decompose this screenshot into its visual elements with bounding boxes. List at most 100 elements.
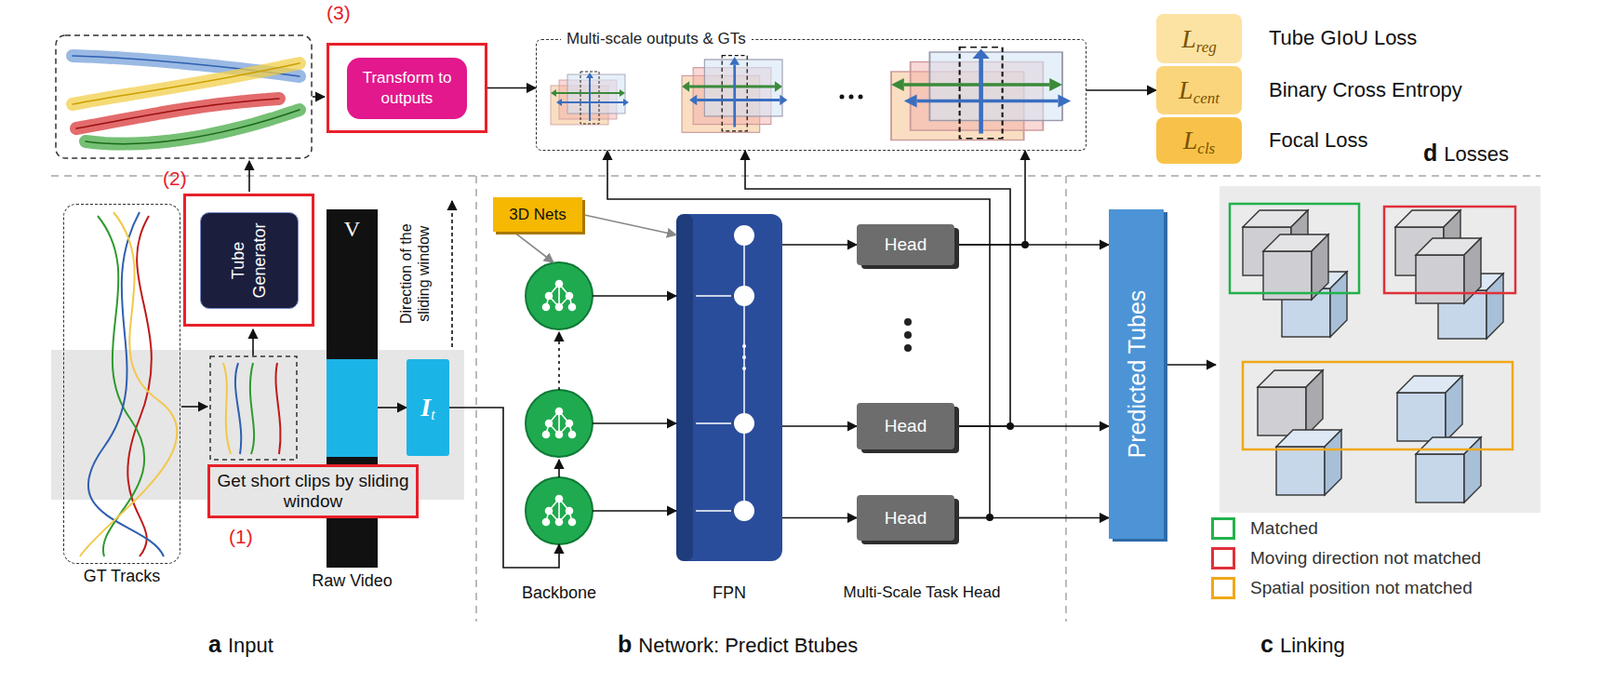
legend-text: Matched <box>1250 518 1319 539</box>
illustration-part <box>904 318 912 326</box>
illustration-part <box>733 225 755 521</box>
illustration-part <box>1384 206 1516 294</box>
illustration-part <box>85 109 300 145</box>
connector-arrow <box>513 231 554 263</box>
node-subtext: t <box>430 406 435 424</box>
legend-entry: Matched <box>1211 517 1319 540</box>
text-label: a <box>208 630 222 658</box>
node-subtext: reg <box>1196 38 1217 57</box>
illustration-part <box>733 413 755 434</box>
illustration-part <box>451 200 454 347</box>
connector-arrow <box>377 406 407 409</box>
illustration-part <box>235 362 241 454</box>
illustration-part <box>695 422 732 425</box>
clip-window <box>326 359 378 457</box>
illustration-part <box>733 500 755 521</box>
illustration-part <box>80 212 177 557</box>
connector-arrow <box>449 407 560 568</box>
fpn-block: FPN <box>676 213 783 561</box>
text-label: c <box>1260 630 1274 658</box>
node-text: Head <box>884 234 927 255</box>
connector-arrow <box>592 509 677 512</box>
callout-number: (2) <box>162 167 187 190</box>
illustration-part <box>475 175 478 622</box>
text-label: Input <box>227 633 274 658</box>
text-label: Linking <box>1280 633 1346 658</box>
illustration-part <box>543 280 576 311</box>
illustration-part <box>55 35 312 159</box>
connector-arrow <box>592 294 677 297</box>
illustration-part <box>695 509 732 512</box>
illustration-part <box>558 332 560 390</box>
illustration-part <box>840 94 845 100</box>
illustration-part <box>1065 175 1067 622</box>
head-box: Head <box>856 494 955 541</box>
node-text: L <box>1178 75 1194 106</box>
illustration-part <box>1397 375 1463 441</box>
illustration-part <box>904 344 912 352</box>
illustration-part <box>97 215 145 557</box>
text-label: d <box>1423 139 1438 167</box>
node-subtext: Raw Video <box>311 571 393 591</box>
tracks-box: GT Tracks <box>63 203 181 564</box>
node-text: V <box>326 216 378 242</box>
legend-swatch <box>1211 517 1236 540</box>
clip-box: It <box>406 359 450 456</box>
transform-box: Transform to outputs <box>326 42 488 134</box>
node-text: Get short clips by sliding window <box>215 470 411 512</box>
illustration-part <box>85 109 300 145</box>
connector-arrow <box>1086 89 1157 92</box>
connector-arrow <box>607 150 990 519</box>
direction-label: Direction of the sliding window <box>397 203 433 344</box>
illustration-part <box>1263 234 1329 300</box>
illustration-part <box>681 55 787 134</box>
loss-box: Lcls <box>1156 117 1242 164</box>
illustration-part <box>72 55 300 145</box>
illustration-part <box>1276 429 1342 495</box>
node-text: Head <box>884 507 927 529</box>
illustration-part <box>695 294 732 297</box>
connector-arrow <box>487 87 536 90</box>
illustration-part <box>695 295 732 511</box>
head-box: Head <box>856 224 955 266</box>
text-label: Binary Cross Entropy <box>1268 78 1463 103</box>
node-text: FPN <box>712 583 747 603</box>
node-text: GT Tracks <box>83 566 161 587</box>
node-subtext: cls <box>1197 139 1215 159</box>
illustration-part <box>525 262 593 545</box>
illustration-part <box>558 459 560 478</box>
illustration-part <box>80 212 177 557</box>
loss-box: Lcent <box>1156 66 1242 115</box>
text-label: b <box>617 630 632 658</box>
legend-text: Spatial position not matched <box>1250 577 1473 599</box>
outputs-group: Multi-scale outputs & GTs <box>535 39 1087 151</box>
callout-box: Get short clips by sliding window <box>207 464 419 519</box>
text-label: Focal Loss <box>1268 128 1368 153</box>
text-label: Tube GIoU Loss <box>1268 26 1417 51</box>
text-label: Multi-Scale Task Head <box>843 583 1001 602</box>
illustration-part <box>904 318 912 352</box>
illustration-part <box>312 95 325 98</box>
illustration-part <box>181 405 208 408</box>
illustration-part <box>51 174 1541 177</box>
illustration-part <box>742 344 747 348</box>
tubes-box: Predicted Tubes <box>1108 209 1164 539</box>
connector-arrow <box>745 150 1011 427</box>
illustration-part <box>543 408 576 439</box>
illustration-part <box>849 94 854 100</box>
illustration-part <box>250 362 254 454</box>
illustration-part <box>986 240 1029 521</box>
connector-arrow <box>782 243 857 246</box>
callout-number: (3) <box>326 1 351 25</box>
illustration-part <box>88 212 164 557</box>
illustration-part <box>676 213 694 561</box>
illustration-part <box>275 362 280 454</box>
node-text: Head <box>884 415 927 437</box>
illustration-part <box>743 235 746 511</box>
generator-box: Tube Generator <box>183 193 315 327</box>
illustration-part <box>525 389 593 457</box>
illustration-part <box>1229 203 1360 294</box>
node-text: L <box>1181 24 1197 54</box>
node-text: Tube Generator <box>200 212 299 309</box>
illustration-part <box>223 362 231 454</box>
